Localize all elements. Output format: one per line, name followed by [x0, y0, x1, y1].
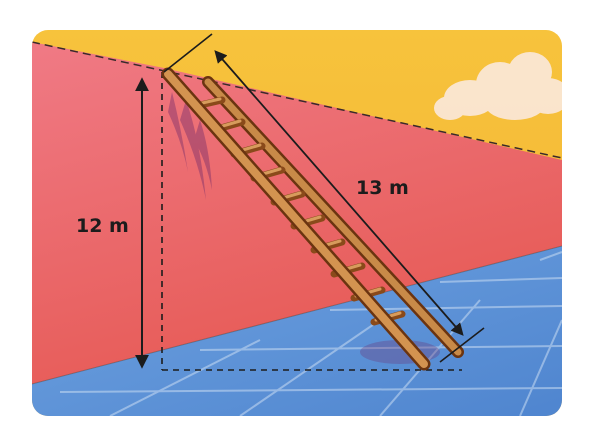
ladder-length-label: 13 m	[356, 177, 409, 199]
ladder-length-arrow	[214, 50, 464, 336]
ladder-length-tick-bottom	[439, 327, 485, 363]
wall-height-label: 12 m	[76, 215, 129, 237]
ladder-shadow-wall	[168, 92, 212, 200]
ladder-length-tick-top	[163, 33, 213, 73]
